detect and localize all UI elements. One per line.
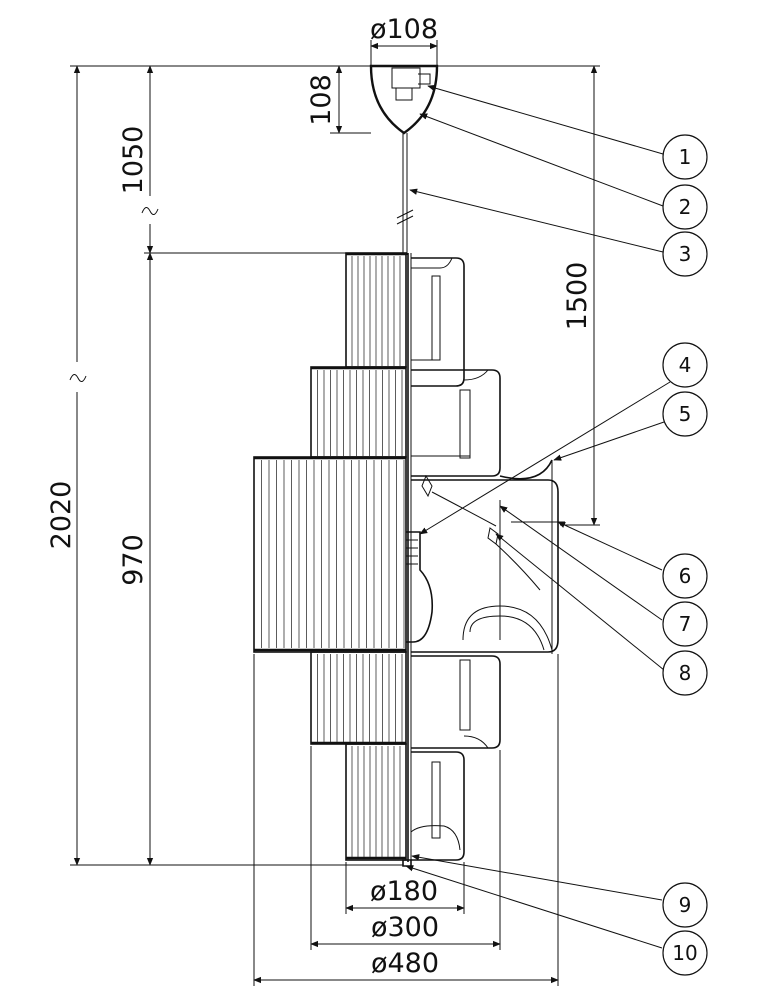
dim-total-height: 2020 (46, 481, 77, 550)
dimension-labels: ø108 108 1050 2020 970 1500 ø180 ø300 ø4… (46, 14, 593, 979)
callout-label-10: 10 (672, 941, 697, 965)
callout-bubble-8 (662, 650, 708, 696)
callout-bubble-3 (662, 231, 708, 277)
callout-label-8: 8 (679, 661, 692, 685)
ceiling-canopy (369, 64, 439, 135)
callout-label-3: 3 (679, 242, 692, 266)
callout-label-6: 6 (679, 564, 692, 588)
callout-bubble-1 (662, 134, 708, 180)
suspension-cable (396, 133, 414, 255)
callout-bubble-2 (662, 184, 708, 230)
dim-diameter-medium: ø300 (371, 912, 439, 943)
callout-label-2: 2 (679, 195, 692, 219)
callout-bubble-6 (662, 553, 708, 599)
callout-label-1: 1 (679, 145, 692, 169)
callout-label-9: 9 (679, 893, 692, 917)
callout-bubble-5 (662, 391, 708, 437)
callout-bubbles: 1 2 3 4 5 6 7 8 9 10 (662, 134, 708, 976)
callout-label-7: 7 (679, 612, 692, 636)
callout-bubble-4 (662, 342, 708, 388)
callout-leaders (405, 84, 671, 949)
callout-bubble-9 (662, 882, 708, 928)
dim-body-height: 970 (118, 534, 149, 586)
dim-canopy-diameter: ø108 (370, 14, 438, 45)
lamp-exterior-left (253, 252, 407, 861)
dim-diameter-small: ø180 (370, 876, 438, 907)
dim-canopy-height: 108 (306, 74, 337, 126)
dim-diameter-large: ø480 (371, 948, 439, 979)
dimension-lines (69, 40, 600, 986)
callout-bubble-7 (662, 601, 708, 647)
dim-max-drop: 1500 (562, 262, 593, 331)
dim-cable-length: 1050 (118, 126, 149, 195)
lamp-section-right (402, 253, 565, 867)
callout-label-4: 4 (679, 353, 692, 377)
callout-label-5: 5 (679, 402, 692, 426)
callout-bubble-10 (662, 930, 708, 976)
